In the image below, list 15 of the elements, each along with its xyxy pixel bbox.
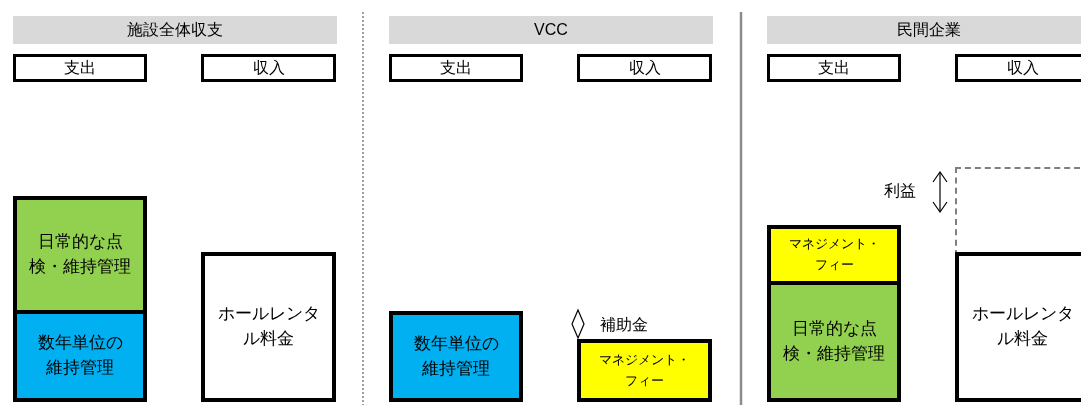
cost-block: 数年単位の維持管理 [389,311,523,402]
column-header: 支出 [767,54,901,82]
column-header: 支出 [13,54,147,82]
revenue-block: ホールレンタル料金 [201,252,336,402]
column-header: 支出 [389,54,523,82]
section-header: 民間企業 [767,16,1081,44]
column-header: 収入 [577,54,712,82]
revenue-block: ホールレンタル料金 [955,252,1081,402]
section-header: 施設全体収支 [13,16,337,44]
column-header: 収入 [201,54,336,82]
profit-label: 利益 [884,181,916,201]
subsidy-label: 補助金 [600,315,648,335]
section-header: VCC [389,16,713,44]
revenue-block: マネジメント・フィー [577,339,712,402]
column-header: 収入 [955,54,1081,82]
